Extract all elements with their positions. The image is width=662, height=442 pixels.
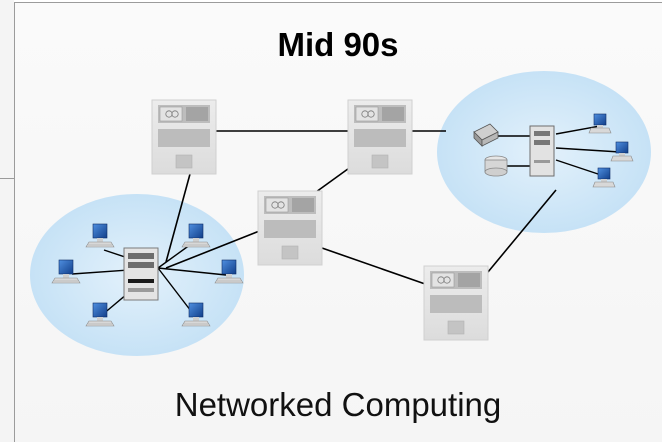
- wan-links: [165, 130, 557, 286]
- slide-caption: Networked Computing: [174, 386, 502, 423]
- left-edge-strip: [0, 0, 14, 442]
- slide-title: Mid 90s: [277, 26, 399, 63]
- server-icon: [257, 190, 323, 266]
- right-lan-spokes: [496, 125, 621, 177]
- printer-icon: [473, 123, 499, 147]
- edge-divider: [0, 178, 14, 179]
- hub-icon: [123, 247, 159, 301]
- disk-drive-icon: [484, 155, 508, 177]
- server-icon: [151, 99, 217, 175]
- server-icon: [423, 265, 489, 341]
- tower-server-icon: [529, 125, 555, 177]
- server-icon: [347, 99, 413, 175]
